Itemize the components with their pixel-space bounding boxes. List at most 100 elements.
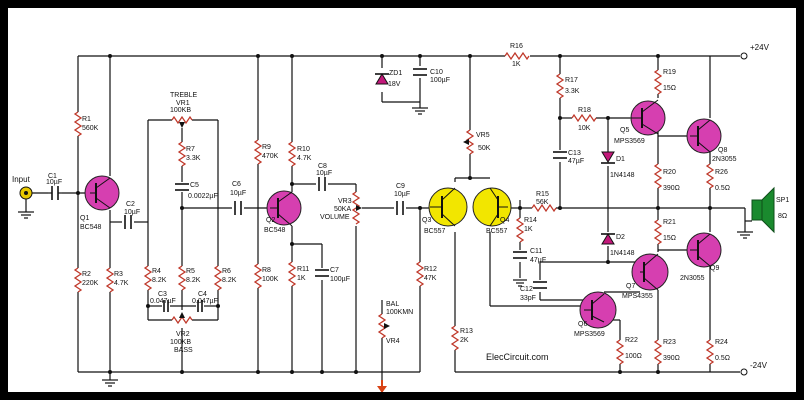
pot-vr4-balance: BAL 100KMN VR4 (377, 301, 413, 392)
q3-type: BC557 (424, 228, 446, 235)
resistor-r2: R2 220K (73, 267, 99, 293)
resistor-r10: R10 4.7K (287, 141, 312, 167)
svg-text:8.2K: 8.2K (222, 277, 237, 284)
svg-text:R22: R22 (625, 337, 638, 344)
q7-type: MPS4355 (622, 293, 653, 300)
transistor-q6: Q6 MPS3569 (574, 291, 617, 338)
resistor-r21: R21 15Ω (653, 219, 676, 245)
svg-text:50K: 50K (478, 145, 491, 152)
svg-text:1N4148: 1N4148 (610, 250, 635, 257)
svg-text:VOLUME: VOLUME (320, 214, 350, 221)
svg-text:1N4148: 1N4148 (610, 172, 635, 179)
svg-text:D2: D2 (616, 234, 625, 241)
svg-text:R10: R10 (297, 146, 310, 153)
zener-zd1: ZD1 18V (375, 70, 402, 88)
svg-text:10K: 10K (578, 125, 591, 132)
svg-text:C7: C7 (330, 267, 339, 274)
resistor-r7: R7 3.3K (177, 141, 201, 167)
capacitor-c2: C2 10µF (124, 201, 140, 229)
svg-text:ZD1: ZD1 (389, 70, 402, 77)
q2-type: BC548 (264, 227, 286, 234)
svg-text:R4: R4 (152, 268, 161, 275)
svg-text:0.047µF: 0.047µF (150, 298, 176, 305)
capacitor-c3: C3 0.047µF (150, 291, 176, 312)
svg-text:10µF: 10µF (230, 190, 246, 197)
q8-type: 2N3055 (712, 156, 737, 163)
capacitor-c9: C9 10µF (394, 183, 410, 215)
svg-text:100KB: 100KB (170, 107, 191, 114)
resistor-r9: R9 470K (253, 139, 279, 165)
resistor-r11: R11 1K (287, 261, 309, 287)
amplifier-schematic: +24V -24V Input Q1 BC548 Q2 BC548 (12, 43, 789, 392)
svg-text:R8: R8 (262, 267, 271, 274)
svg-text:C2: C2 (126, 201, 135, 208)
svg-text:C13: C13 (568, 150, 581, 157)
svg-text:C1: C1 (48, 173, 57, 180)
svg-text:C10: C10 (430, 69, 443, 76)
svg-text:VR1: VR1 (176, 100, 190, 107)
q6-ref: Q6 (578, 321, 587, 328)
svg-text:D1: D1 (616, 156, 625, 163)
svg-text:100KMN: 100KMN (386, 309, 413, 316)
svg-text:VR4: VR4 (386, 338, 400, 345)
svg-text:100µF: 100µF (430, 77, 450, 84)
capacitor-c10: C10 100µF (412, 68, 450, 115)
svg-text:C8: C8 (318, 163, 327, 170)
svg-text:47µF: 47µF (530, 257, 546, 264)
svg-text:BASS: BASS (174, 347, 193, 354)
resistor-r15: R15 56K (531, 191, 557, 213)
svg-text:4.7K: 4.7K (297, 155, 312, 162)
q9-ref: Q9 (710, 265, 719, 272)
svg-text:R18: R18 (578, 107, 591, 114)
svg-text:4.7K: 4.7K (114, 280, 129, 287)
svg-text:56K: 56K (536, 199, 549, 206)
q4-ref: Q4 (500, 217, 509, 224)
diode-d2: D2 1N4148 (601, 233, 635, 257)
svg-text:100µF: 100µF (330, 276, 350, 283)
resistor-r23: R23 390Ω (653, 339, 680, 365)
svg-text:47K: 47K (424, 275, 437, 282)
svg-text:10µF: 10µF (46, 179, 62, 186)
watermark-text: ElecCircuit.com (486, 352, 549, 362)
svg-text:50KA: 50KA (334, 206, 351, 213)
capacitor-c8: C8 10µF (316, 163, 332, 191)
transistor-q3: Q3 BC557 (422, 187, 468, 235)
q7-ref: Q7 (626, 283, 635, 290)
negative-rail-label: -24V (750, 361, 768, 370)
svg-text:R5: R5 (186, 268, 195, 275)
resistor-r6: R6 8.2K (213, 265, 237, 291)
resistor-r13: R13 2K (450, 325, 473, 351)
svg-text:C3: C3 (158, 291, 167, 298)
svg-text:390Ω: 390Ω (663, 185, 680, 192)
svg-text:3.3K: 3.3K (186, 155, 201, 162)
svg-text:R14: R14 (524, 217, 537, 224)
capacitor-c7: C7 100µF (315, 267, 350, 283)
svg-text:470K: 470K (262, 153, 279, 160)
svg-text:10µF: 10µF (124, 209, 140, 216)
capacitor-c5: C5 0.0022µF (175, 182, 218, 200)
capacitor-c6: C6 10µF (230, 181, 246, 215)
input-label: Input (12, 175, 31, 184)
svg-text:R9: R9 (262, 144, 271, 151)
schematic-sheet: +24V -24V Input Q1 BC548 Q2 BC548 (8, 8, 796, 392)
pot-vr2-bass: VR2 100KB BASS (170, 312, 193, 354)
q5-type: MPS3569 (614, 138, 645, 145)
svg-text:R20: R20 (663, 169, 676, 176)
svg-text:15Ω: 15Ω (663, 235, 676, 242)
svg-text:C5: C5 (190, 182, 199, 189)
q5-ref: Q5 (620, 127, 629, 134)
svg-text:R24: R24 (715, 339, 728, 346)
svg-text:VR3: VR3 (338, 198, 352, 205)
transistor-q9: Q9 2N3055 (680, 232, 722, 282)
svg-text:0.0022µF: 0.0022µF (188, 193, 218, 200)
speaker-ref: SP1 (776, 197, 789, 204)
q1-ref: Q1 (80, 215, 89, 222)
svg-text:R26: R26 (715, 169, 728, 176)
svg-text:0.047µF: 0.047µF (192, 298, 218, 305)
svg-text:100K: 100K (262, 276, 279, 283)
svg-text:10µF: 10µF (394, 191, 410, 198)
svg-text:VR2: VR2 (176, 331, 190, 338)
q3-ref: Q3 (422, 217, 431, 224)
svg-text:R19: R19 (663, 69, 676, 76)
resistor-r22: R22 100Ω (615, 337, 642, 365)
